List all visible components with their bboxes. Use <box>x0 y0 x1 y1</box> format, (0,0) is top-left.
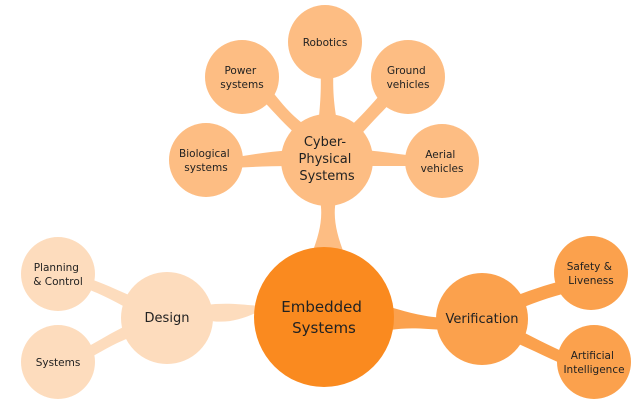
node-safety-liveness <box>554 236 628 310</box>
power-systems-label: Power systems <box>220 65 263 91</box>
verification-leaves <box>554 236 631 399</box>
node-robotics <box>288 5 362 79</box>
node-biological-systems <box>169 123 243 197</box>
robotics-label: Robotics <box>303 37 348 49</box>
node-aerial-vehicles <box>405 124 479 198</box>
node-planning-control <box>21 237 95 311</box>
biological-systems-label: Biological systems <box>179 148 233 174</box>
systems-label: Systems <box>36 357 81 369</box>
verification-hub-label: Verification <box>445 312 518 327</box>
design-hub-label: Design <box>145 311 190 326</box>
planning-control-label: Planning & Control <box>33 262 82 288</box>
connector-cps-aerial <box>366 150 414 166</box>
artificial-intelligence-label: Artificial Intelligence <box>563 350 624 376</box>
node-cyber-physical-systems <box>281 114 373 206</box>
node-power-systems <box>205 40 279 114</box>
node-artificial-intelligence <box>557 325 631 399</box>
center-label: Embedded Systems <box>281 298 366 337</box>
safety-liveness-label: Safety & Liveness <box>567 261 615 287</box>
node-ground-vehicles <box>371 40 445 114</box>
connector-center-verification <box>390 307 446 330</box>
node-verification <box>436 273 528 365</box>
ground-vehicles-label: Ground vehicles <box>387 65 430 91</box>
cps-leaves <box>169 5 479 198</box>
node-design <box>121 272 213 364</box>
connector-cps-biological <box>232 150 290 168</box>
node-systems <box>21 325 95 399</box>
connector-center-design <box>205 303 262 322</box>
aerial-vehicles-label: Aerial vehicles <box>421 149 464 175</box>
cps-hub-label: Cyber- Physical Systems <box>298 135 355 184</box>
node-embedded-systems <box>254 247 394 387</box>
design-leaves <box>21 237 95 399</box>
